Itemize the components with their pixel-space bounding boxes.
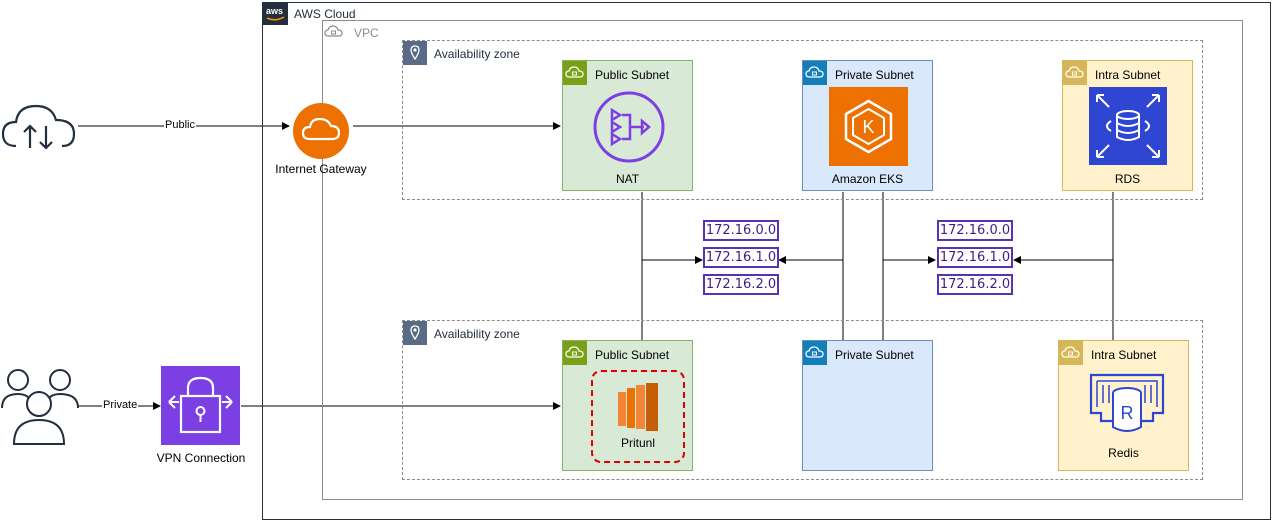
location-pin-icon	[403, 321, 427, 345]
public-subnet-pritunl: Public Subnet Pritunl	[562, 340, 693, 471]
availability-zone-2-title: Availability zone	[434, 327, 520, 341]
route-cidr: 172.16.2.0	[703, 274, 779, 295]
subnet-cloud-icon	[803, 341, 827, 365]
intra-subnet-rds: Intra Subnet RDS	[1062, 60, 1193, 191]
redis-icon: R	[1087, 369, 1167, 439]
private-subnet-bottom: Private Subnet	[802, 340, 933, 471]
nat-gateway-icon	[592, 90, 666, 164]
svg-text:R: R	[1121, 403, 1134, 423]
availability-zone-1-title: Availability zone	[434, 47, 520, 61]
users-icon	[0, 366, 80, 446]
rds-icon	[1089, 87, 1167, 165]
subnet-cloud-icon	[803, 61, 827, 85]
route-cidr: 172.16.0.0	[703, 220, 779, 241]
eks-caption: Amazon EKS	[831, 172, 904, 186]
svg-text:K: K	[862, 117, 874, 137]
subnet-cloud-icon	[563, 61, 587, 85]
route-cidr: 172.16.1.0	[937, 247, 1013, 268]
availability-zone-1: Availability zone	[402, 40, 1203, 200]
internet-cloud-icon	[0, 98, 78, 154]
nat-caption: NAT	[615, 172, 640, 186]
vpc-title: VPC	[354, 26, 379, 40]
intra-subnet-redis: Intra Subnet R Redis	[1058, 340, 1189, 471]
vpn-connection-icon	[161, 366, 240, 445]
route-cidr: 172.16.1.0	[703, 247, 779, 268]
private-subnet-eks: Private Subnet K Amazon EKS	[802, 60, 933, 191]
aws-logo-icon: aws	[263, 3, 288, 25]
private-edge-label: Private	[102, 399, 139, 411]
intra-subnet-title: Intra Subnet	[1091, 348, 1157, 362]
vpn-connection-caption: VPN Connection	[156, 451, 246, 465]
route-cidr: 172.16.2.0	[937, 274, 1013, 295]
pritunl-instance-group: Pritunl	[591, 370, 685, 463]
public-edge-label: Public	[164, 119, 196, 131]
public-subnet-title: Public Subnet	[595, 68, 670, 82]
redis-caption: Redis	[1108, 446, 1139, 460]
location-pin-icon	[403, 41, 427, 65]
route-cidr: 172.16.0.0	[937, 220, 1013, 241]
aws-cloud-group: aws AWS Cloud	[262, 2, 1271, 520]
rds-caption: RDS	[1114, 172, 1141, 186]
availability-zone-2: Availability zone	[402, 320, 1203, 480]
svg-text:aws: aws	[266, 6, 283, 16]
private-subnet-title: Private Subnet	[835, 348, 914, 362]
subnet-cloud-icon	[1063, 61, 1087, 85]
subnet-cloud-icon	[563, 341, 587, 365]
public-subnet-title: Public Subnet	[595, 348, 670, 362]
vpc-cloud-icon	[323, 21, 345, 43]
subnet-cloud-icon	[1059, 341, 1083, 365]
aws-cloud-title: AWS Cloud	[294, 7, 356, 21]
internet-gateway-icon	[291, 101, 351, 161]
eks-icon: K	[829, 87, 908, 166]
vpc-group: VPC	[322, 20, 1243, 500]
ec2-instance-icon	[612, 382, 666, 432]
private-subnet-title: Private Subnet	[835, 68, 914, 82]
intra-subnet-title: Intra Subnet	[1095, 68, 1161, 82]
internet-gateway-caption: Internet Gateway	[275, 162, 367, 176]
pritunl-caption: Pritunl	[620, 436, 655, 450]
public-subnet-nat: Public Subnet NAT	[562, 60, 693, 191]
